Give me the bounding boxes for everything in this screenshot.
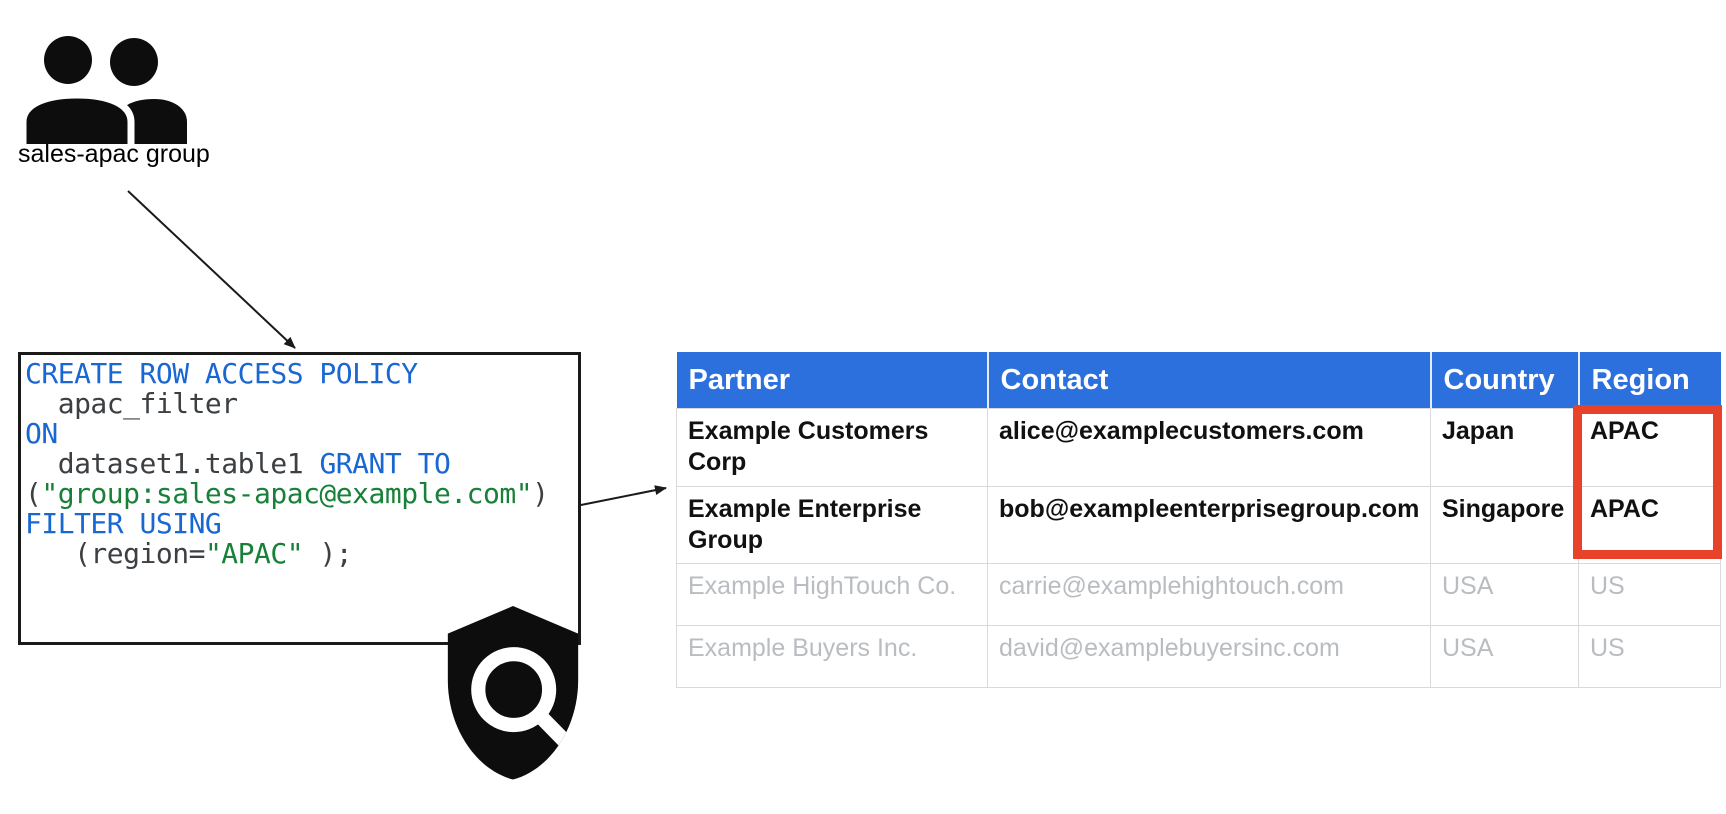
code-token-keyword: GRANT TO	[319, 447, 451, 480]
table-cell: Example HighTouch Co.	[676, 563, 988, 626]
code-line: dataset1.table1 GRANT TO	[25, 449, 578, 479]
table-cell: USA	[1430, 563, 1579, 626]
table-cell: US	[1578, 563, 1721, 626]
shield-search-icon	[447, 606, 579, 780]
table-cell: david@examplebuyersinc.com	[987, 625, 1431, 688]
table-cell: bob@exampleenterprisegroup.com	[987, 485, 1431, 564]
code-line: ON	[25, 419, 578, 449]
code-line: CREATE ROW ACCESS POLICY	[25, 359, 578, 389]
code-token-keyword: ON	[25, 417, 58, 450]
code-token-string: "APAC"	[204, 537, 304, 570]
code-token-keyword: CREATE ROW ACCESS POLICY	[25, 357, 418, 390]
code-token-string: "group:sales-apac@example.com"	[41, 477, 533, 510]
table-cell: USA	[1430, 625, 1579, 688]
table-cell: Example Enterprise Group	[676, 485, 988, 564]
code-token-plain: (region=	[25, 537, 205, 570]
code-token-plain: );	[303, 537, 353, 570]
code-line: ("group:sales-apac@example.com")	[25, 479, 578, 509]
table-cell: Example Buyers Inc.	[676, 625, 988, 688]
table-row-filtered: Example HighTouch Co.carrie@examplehight…	[676, 563, 1721, 626]
column-header-partner: Partner	[676, 352, 988, 409]
column-header-region: Region	[1577, 352, 1721, 409]
code-line: FILTER USING	[25, 509, 578, 539]
code-token-plain: )	[532, 477, 549, 510]
code-token-plain: apac_filter	[25, 387, 238, 420]
arrow-policy-to-table	[580, 485, 667, 506]
code-line: (region="APAC" );	[25, 539, 578, 569]
people-group-icon	[20, 36, 187, 144]
table-cell: carrie@examplehightouch.com	[987, 563, 1431, 626]
arrow-group-to-policy	[127, 190, 296, 349]
column-header-contact: Contact	[986, 352, 1431, 409]
code-line: apac_filter	[25, 389, 578, 419]
table-cell: APAC	[1578, 485, 1721, 564]
code-token-plain: dataset1.table1	[25, 447, 320, 480]
table-cell: APAC	[1578, 408, 1721, 487]
group-label: sales-apac group	[18, 140, 210, 168]
table-cell: Japan	[1430, 408, 1579, 487]
table-cell: alice@examplecustomers.com	[987, 408, 1431, 487]
table-cell: Singapore	[1430, 485, 1579, 564]
column-header-country: Country	[1429, 352, 1579, 409]
code-token-keyword: FILTER USING	[25, 507, 222, 540]
table-cell: Example Customers Corp	[676, 408, 988, 487]
table-cell: US	[1578, 625, 1721, 688]
table-row-filtered: Example Buyers Inc.david@examplebuyersin…	[676, 625, 1721, 688]
code-token-plain: (	[25, 477, 42, 510]
